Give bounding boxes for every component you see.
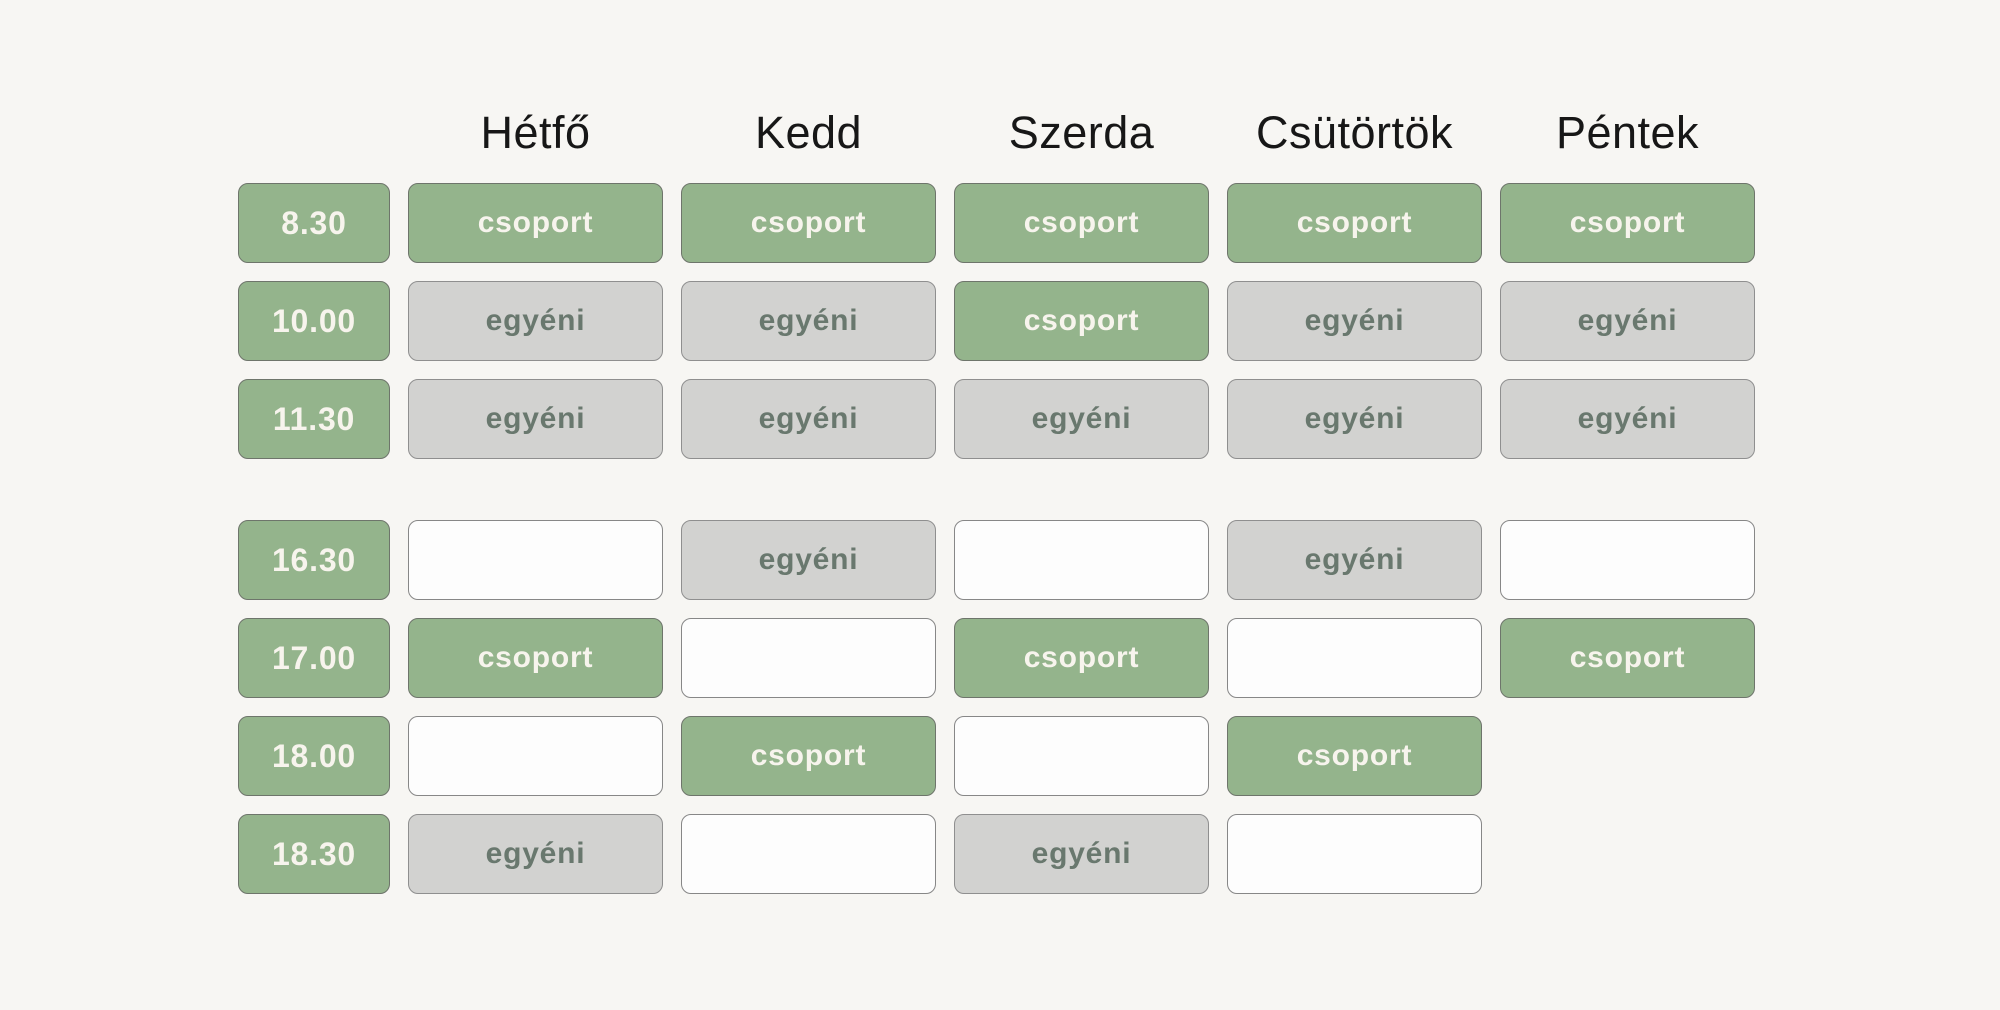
slot-kedd-10.00: egyéni — [681, 281, 936, 361]
slot-csutortok-10.00: egyéni — [1227, 281, 1482, 361]
day-header-szerda: Szerda — [1008, 107, 1155, 158]
slot-hetfo-16.30 — [408, 520, 663, 600]
time-label-16.30: 16.30 — [238, 520, 390, 600]
slot-szerda-8.30: csoport — [954, 183, 1209, 263]
time-label-8.30: 8.30 — [238, 183, 390, 263]
slot-csutortok-16.30: egyéni — [1227, 520, 1482, 600]
time-label-17.00: 17.00 — [238, 618, 390, 698]
slot-kedd-18.00: csoport — [681, 716, 936, 796]
slot-csutortok-18.30 — [1227, 814, 1482, 894]
slot-pentek-8.30: csoport — [1500, 183, 1755, 263]
slot-csutortok-8.30: csoport — [1227, 183, 1482, 263]
time-label-10.00: 10.00 — [238, 281, 390, 361]
slot-hetfo-17.00: csoport — [408, 618, 663, 698]
slot-kedd-11.30: egyéni — [681, 379, 936, 459]
slot-pentek-10.00: egyéni — [1500, 281, 1755, 361]
slot-hetfo-8.30: csoport — [408, 183, 663, 263]
slot-kedd-18.30 — [681, 814, 936, 894]
slot-csutortok-18.00: csoport — [1227, 716, 1482, 796]
slot-hetfo-18.30: egyéni — [408, 814, 663, 894]
day-header-hetfo: Hétfő — [480, 107, 591, 158]
slot-szerda-18.30: egyéni — [954, 814, 1209, 894]
slot-hetfo-10.00: egyéni — [408, 281, 663, 361]
slot-pentek-16.30 — [1500, 520, 1755, 600]
time-label-18.30: 18.30 — [238, 814, 390, 894]
time-label-11.30: 11.30 — [238, 379, 390, 459]
slot-pentek-17.00: csoport — [1500, 618, 1755, 698]
slot-csutortok-17.00 — [1227, 618, 1482, 698]
slot-hetfo-11.30: egyéni — [408, 379, 663, 459]
slot-kedd-16.30: egyéni — [681, 520, 936, 600]
slot-csutortok-11.30: egyéni — [1227, 379, 1482, 459]
slot-hetfo-18.00 — [408, 716, 663, 796]
slot-szerda-10.00: csoport — [954, 281, 1209, 361]
day-header-kedd: Kedd — [754, 107, 863, 158]
slot-kedd-8.30: csoport — [681, 183, 936, 263]
slot-szerda-18.00 — [954, 716, 1209, 796]
day-header-csutortok: Csütörtök — [1255, 107, 1454, 158]
time-label-18.00: 18.00 — [238, 716, 390, 796]
slot-szerda-17.00: csoport — [954, 618, 1209, 698]
day-header-pentek: Péntek — [1555, 107, 1700, 158]
slot-szerda-11.30: egyéni — [954, 379, 1209, 459]
slot-szerda-16.30 — [954, 520, 1209, 600]
slot-kedd-17.00 — [681, 618, 936, 698]
slot-pentek-11.30: egyéni — [1500, 379, 1755, 459]
